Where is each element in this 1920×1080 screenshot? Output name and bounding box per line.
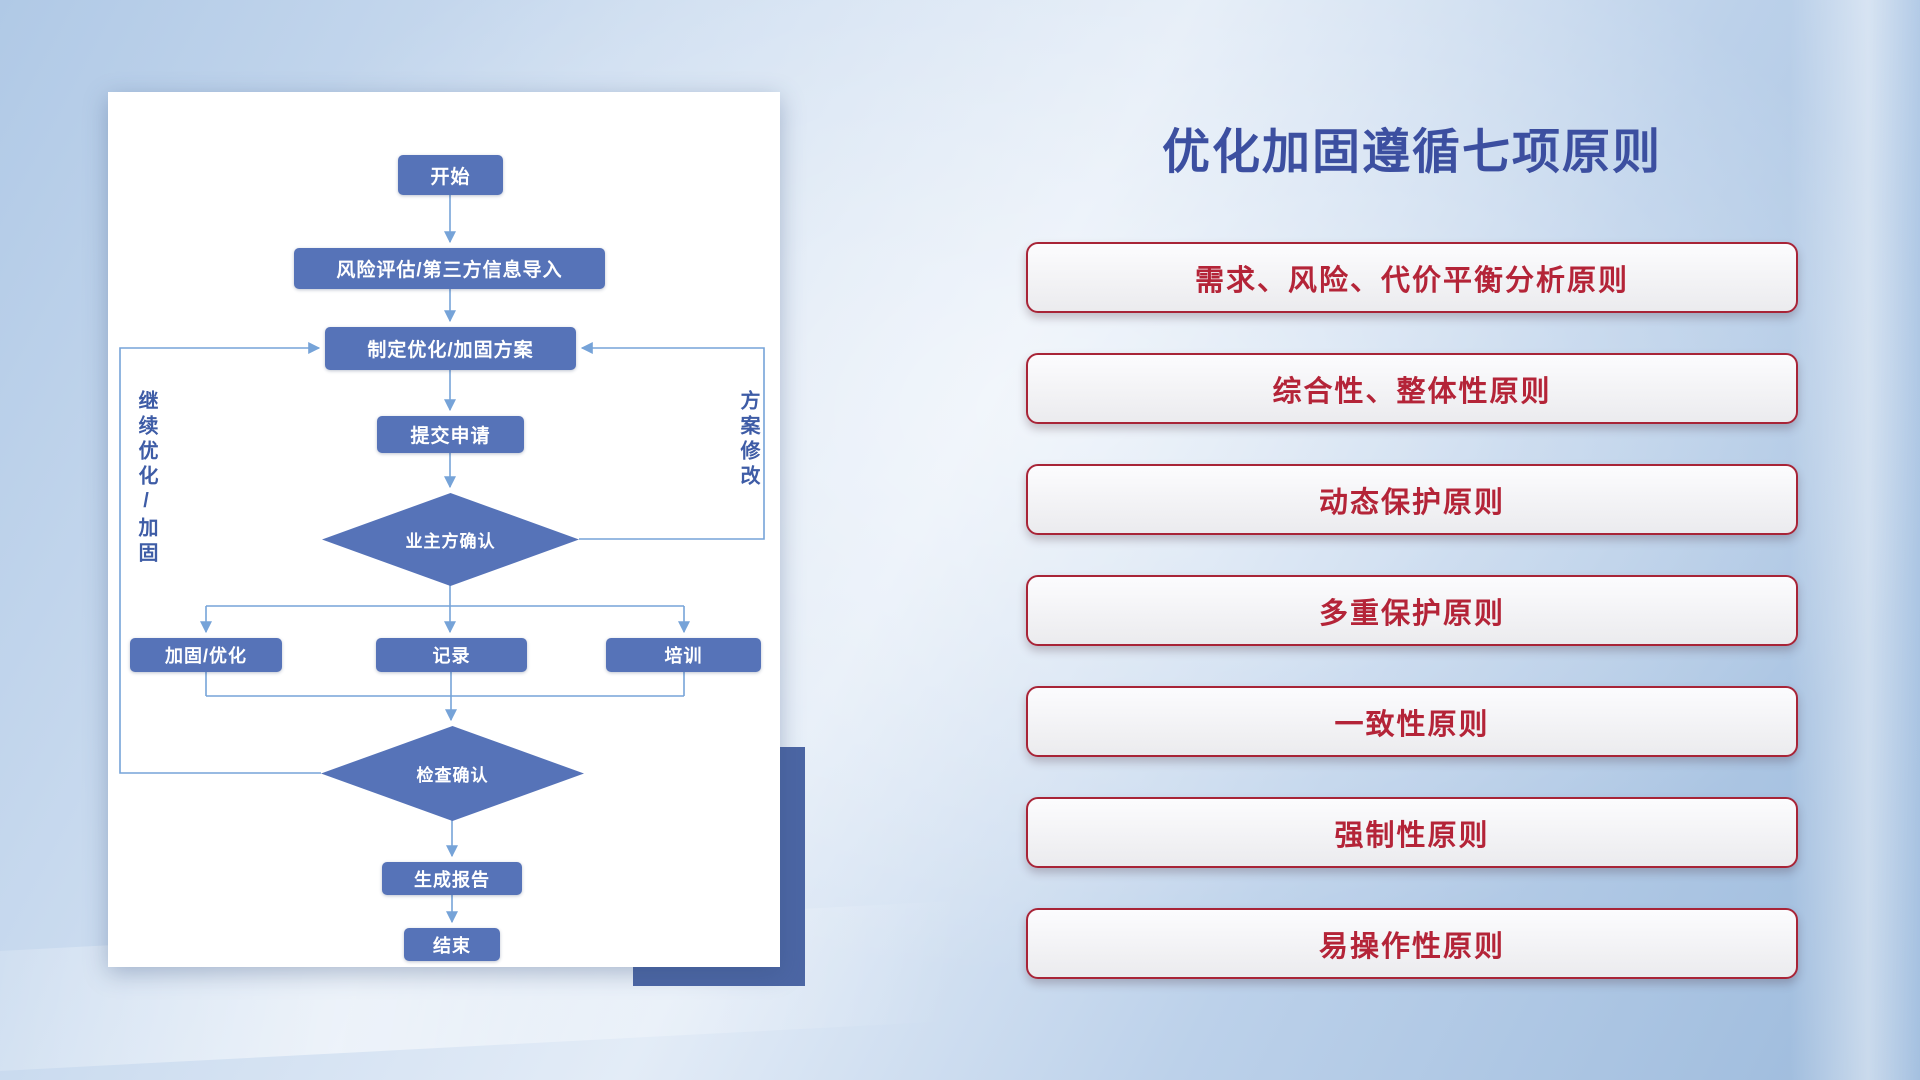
flow-node-harden: 加固/优化 <box>130 638 282 672</box>
principle-item: 强制性原则 <box>1026 797 1798 868</box>
principles-list: 需求、风险、代价平衡分析原则 综合性、整体性原则 动态保护原则 多重保护原则 一… <box>1026 242 1798 979</box>
flow-node-risk: 风险评估/第三方信息导入 <box>294 248 605 289</box>
principle-item: 动态保护原则 <box>1026 464 1798 535</box>
flow-node-end: 结束 <box>404 928 500 961</box>
flowchart-panel: 开始 风险评估/第三方信息导入 制定优化/加固方案 提交申请 业主方确认 加固/… <box>108 92 780 967</box>
principle-item: 多重保护原则 <box>1026 575 1798 646</box>
principle-item: 一致性原则 <box>1026 686 1798 757</box>
flow-node-train: 培训 <box>606 638 761 672</box>
principle-item: 综合性、整体性原则 <box>1026 353 1798 424</box>
background-streak-right <box>1790 0 1920 1080</box>
flow-loop-label-modify: 方案修改 <box>737 390 759 490</box>
flow-node-submit: 提交申请 <box>377 416 524 453</box>
principle-item: 需求、风险、代价平衡分析原则 <box>1026 242 1798 313</box>
flow-node-report: 生成报告 <box>382 862 522 895</box>
flow-connectors <box>119 195 765 924</box>
flow-node-plan: 制定优化/加固方案 <box>325 327 576 370</box>
principle-item: 易操作性原则 <box>1026 908 1798 979</box>
page-title: 优化加固遵循七项原则 <box>1161 126 1662 179</box>
flow-node-start: 开始 <box>398 155 503 195</box>
flow-node-record: 记录 <box>376 638 527 672</box>
flow-loop-label-continue: 继续优化/加固 <box>135 390 157 567</box>
